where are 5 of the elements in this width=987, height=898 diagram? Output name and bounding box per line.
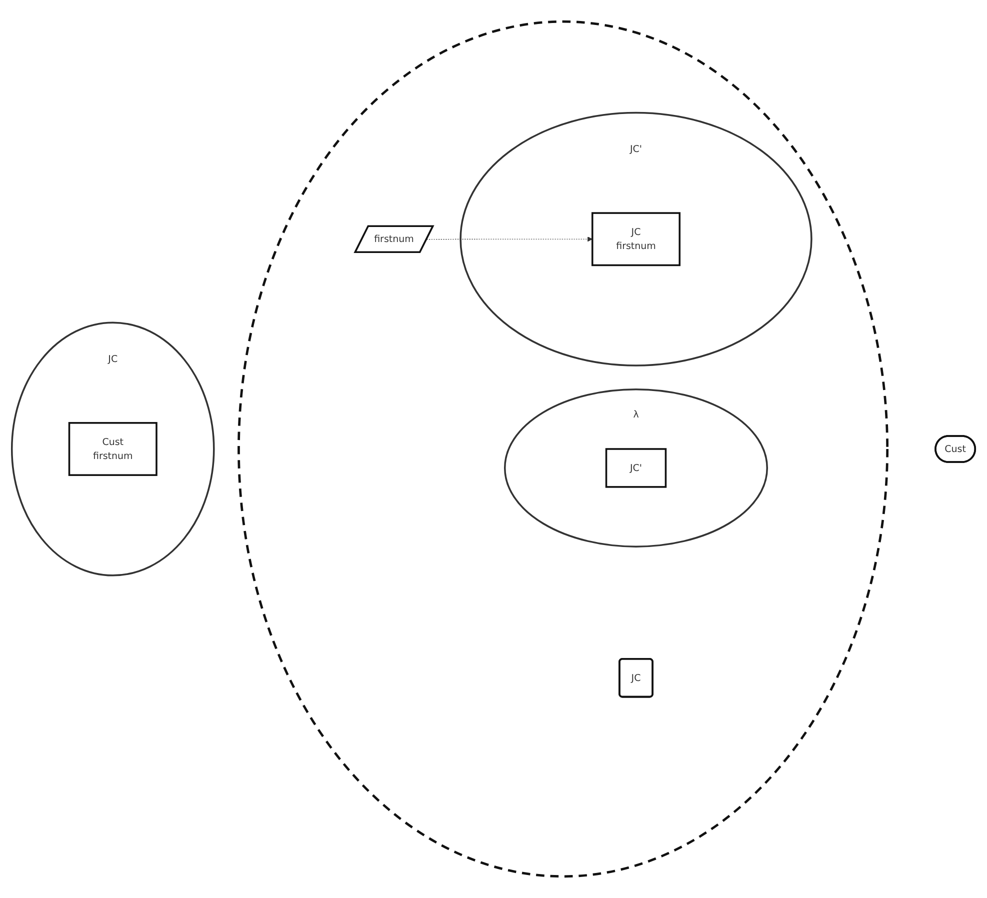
cluster [238, 20, 889, 878]
node-box: Cust firstnum [68, 422, 158, 476]
node-box: JC' [605, 448, 667, 488]
arrow [426, 236, 593, 242]
node-box: JC firstnum [592, 212, 680, 266]
